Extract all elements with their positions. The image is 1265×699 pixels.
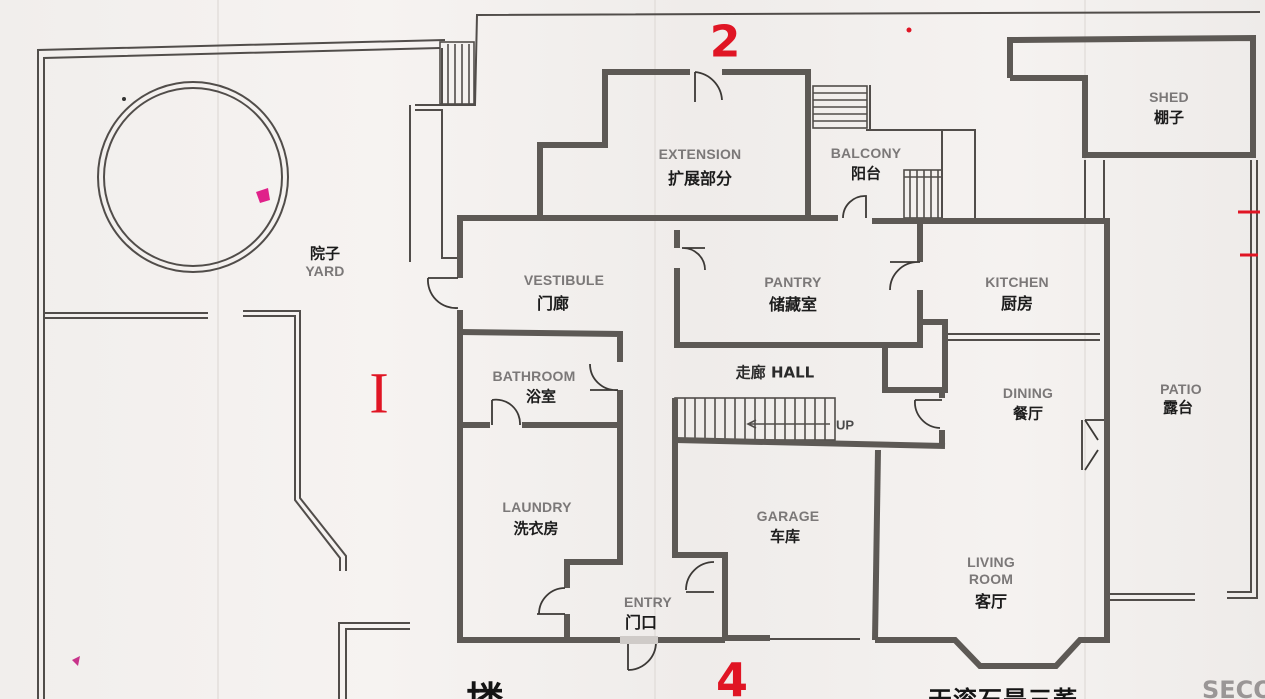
walls [457, 34, 1256, 669]
bathroom-label-en: BATHROOM [492, 368, 576, 384]
doors [427, 71, 1099, 671]
outline-lines [37, 11, 1261, 699]
yard-circle [97, 81, 289, 273]
garage-label-zh: 车库 [769, 527, 801, 546]
shed-label-en: SHED [1149, 89, 1189, 105]
shed-label-zh: 棚子 [1153, 108, 1185, 127]
stairs-up-label: UP [835, 417, 855, 433]
pantry-label-zh: 储藏室 [768, 295, 818, 314]
yard-label-zh: 院子 [309, 244, 341, 263]
vestibule-label-zh: 门廊 [536, 294, 570, 313]
living-label-zh: 客厅 [974, 592, 1008, 611]
hall-label: 走廊 HALL [735, 363, 815, 382]
stairs [439, 41, 943, 441]
dining-label-en: DINING [1002, 385, 1054, 401]
yard-label-en: YARD [305, 263, 345, 279]
bottom-text-right: SECO [1202, 676, 1265, 699]
kitchen-label-zh: 厨房 [1000, 294, 1034, 313]
yard-dot [122, 97, 126, 101]
extension-label-zh: 扩展部分 [667, 169, 733, 188]
pink-small-mark [72, 656, 80, 666]
pantry-label-en: PANTRY [764, 274, 822, 290]
pink-mark [256, 188, 270, 203]
balcony-label-en: BALCONY [830, 145, 902, 161]
garage-label-en: GARAGE [756, 508, 820, 524]
living-label-en-1: LIVING [967, 554, 1015, 570]
living-label-en-2: ROOM [968, 571, 1014, 587]
bottom-text-left: 搂 [466, 670, 504, 699]
dining-label-zh: 餐厅 [1012, 404, 1044, 423]
balcony-label-zh: 阳台 [850, 164, 882, 183]
patio-label-en: PATIO [1160, 381, 1202, 397]
marker-4: 4 [715, 653, 749, 699]
patio-label-zh: 露台 [1162, 398, 1194, 417]
marker-1: I [369, 360, 389, 426]
bottom-text-center: 天滚石是三荞 [928, 680, 1078, 699]
marker-2: 2 [709, 16, 741, 68]
bathroom-label-zh: 浴室 [525, 387, 557, 406]
entry-threshold [620, 636, 658, 644]
entry-label-zh: 门口 [624, 613, 658, 632]
edge-ticks [1238, 210, 1260, 257]
laundry-label-zh: 洗衣房 [513, 519, 559, 538]
laundry-label-en: LAUNDRY [502, 499, 572, 515]
vestibule-label-en: VESTIBULE [523, 272, 605, 288]
kitchen-label-en: KITCHEN [985, 274, 1049, 290]
extension-label-en: EXTENSION [658, 146, 742, 162]
red-dot [906, 27, 912, 33]
entry-label-en: ENTRY [624, 594, 672, 610]
